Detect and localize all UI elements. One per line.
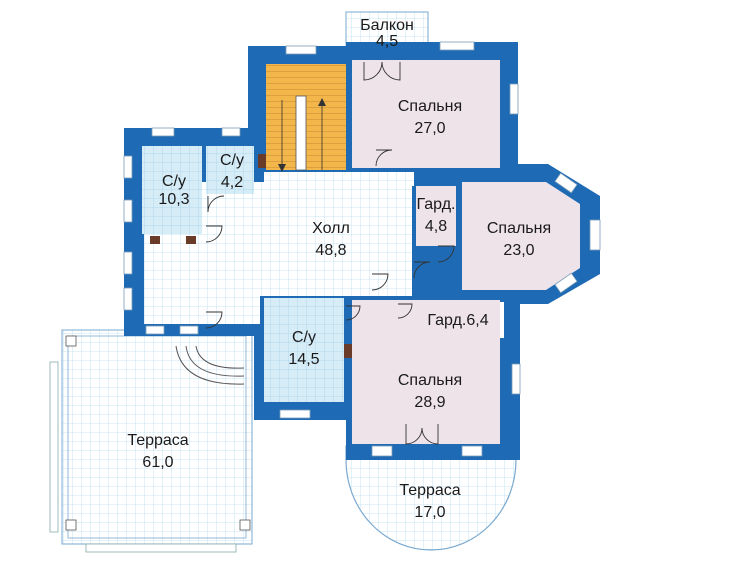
terrace2-area: 17,0 — [414, 504, 445, 521]
wardrobe1-area: 4,8 — [425, 218, 447, 235]
room-labels: Балкон 4,5 Спальня 27,0 С/у 10,3 С/у 4,2… — [127, 17, 551, 521]
terrace-round — [345, 445, 517, 551]
bedroom3-name: Спальня — [398, 372, 462, 389]
bedroom2-area: 23,0 — [503, 242, 534, 259]
bath2-area: 4,2 — [221, 174, 243, 191]
bath3-area: 14,5 — [288, 351, 319, 368]
balcony-name: Балкон — [360, 17, 414, 34]
balcony — [345, 11, 429, 47]
bath1-area: 10,3 — [158, 191, 189, 208]
wardrobe-1 — [416, 186, 456, 246]
hall-name: Холл — [312, 220, 350, 237]
bedroom-3 — [352, 300, 500, 444]
bedroom2-name: Спальня — [487, 220, 551, 237]
hall-area: 48,8 — [315, 242, 346, 259]
bedroom1-name: Спальня — [398, 98, 462, 115]
bedroom-2 — [462, 182, 580, 290]
bathroom-3 — [264, 298, 344, 402]
entry-steps — [175, 345, 245, 385]
bedroom3-area: 28,9 — [414, 394, 445, 411]
vent-blocks — [150, 154, 352, 358]
terrace1-area: 61,0 — [142, 454, 173, 471]
bedroom1-area: 27,0 — [414, 120, 445, 137]
staircase — [266, 64, 346, 172]
wardrobe1-name: Гард. — [417, 196, 456, 213]
balcony-area: 4,5 — [376, 33, 398, 50]
bath3-name: С/у — [292, 329, 316, 346]
terrace1-name: Терраса — [127, 432, 188, 449]
bath2-name: С/у — [220, 152, 244, 169]
bathroom-2 — [206, 146, 254, 194]
doors — [205, 61, 455, 445]
bath1-name: С/у — [162, 173, 186, 190]
bathroom-1 — [142, 146, 202, 234]
windows — [123, 41, 601, 457]
wardrobe2-label: Гард.6,4 — [427, 312, 488, 329]
terrace2-name: Терраса — [399, 482, 460, 499]
